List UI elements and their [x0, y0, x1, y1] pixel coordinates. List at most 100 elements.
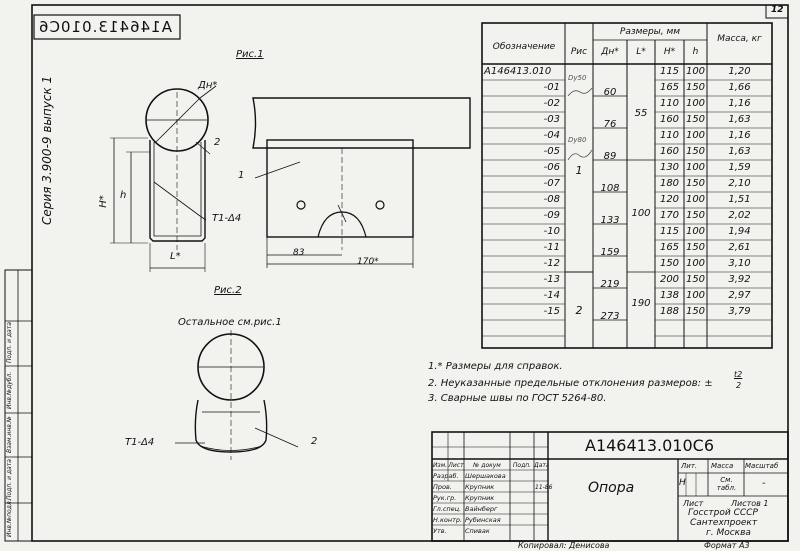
- cell-mass: 2,10: [728, 178, 751, 189]
- org-2: Сантехпроект: [690, 518, 758, 528]
- cell-d: -04: [543, 130, 560, 141]
- cell-mass: 1,94: [728, 226, 751, 237]
- handwritten-mark: [567, 149, 593, 161]
- cell-d: -07: [543, 178, 560, 189]
- org-1: Госстрой СССР: [688, 508, 758, 518]
- cell-h_star: 200: [659, 274, 680, 285]
- cell-h_star: 188: [659, 306, 680, 317]
- fig-group-1: 1: [575, 164, 583, 177]
- l-190: 190: [631, 298, 651, 309]
- tolerance-bottom: 2: [736, 381, 742, 390]
- mass-value: См. табл.: [716, 476, 737, 492]
- tb-name: Крупник: [465, 494, 495, 502]
- dim-h: h: [120, 190, 127, 201]
- note-2: 2. Неуказанные предельные отклонения раз…: [428, 378, 713, 389]
- l-100: 100: [631, 208, 651, 219]
- cell-h: 100: [685, 98, 706, 109]
- scale-header: Масштаб: [745, 462, 779, 470]
- tb-name: Рубинская: [465, 516, 501, 524]
- cell-d: -15: [543, 306, 560, 317]
- tb-role: Пров.: [433, 483, 452, 491]
- stamp-sign-date-2: Подп. и дата: [6, 322, 13, 363]
- cell-dn: 273: [600, 311, 620, 322]
- cell-h_star: 110: [659, 130, 680, 141]
- tb-role: Разраб.: [433, 472, 459, 480]
- callout-2: 2: [214, 137, 221, 148]
- cell-h: 150: [685, 274, 706, 285]
- cell-h: 150: [685, 114, 706, 125]
- tb-role: Утв.: [433, 527, 447, 535]
- cell-mass: 1,16: [728, 98, 751, 109]
- cell-d: -14: [543, 290, 560, 301]
- fig-group-2: 2: [575, 304, 583, 317]
- cell-h_star: 120: [659, 194, 680, 205]
- tb-role: Н.контр.: [433, 516, 463, 524]
- series-label: Серия 3.900-9 выпуск 1: [40, 75, 54, 225]
- cell-h_star: 160: [659, 146, 680, 157]
- mass-header: Масса: [711, 462, 734, 470]
- cell-h_star: 165: [659, 82, 680, 93]
- cell-h: 150: [685, 178, 706, 189]
- cell-mass: 1,63: [728, 114, 751, 125]
- cell-dn: 76: [603, 119, 617, 130]
- title-doc-code: А146413.010С6: [585, 436, 714, 455]
- fig1-side-view: [252, 97, 471, 268]
- cell-h_star: 110: [659, 98, 680, 109]
- cell-mass: 1,51: [728, 194, 751, 205]
- cell-mass: 2,97: [728, 290, 751, 301]
- title-name: Опора: [588, 480, 635, 496]
- tb-name: Шершакова: [465, 472, 506, 480]
- cell-mass: 1,20: [728, 66, 751, 77]
- cell-dn: 219: [600, 279, 620, 290]
- page-number: 12: [771, 5, 784, 15]
- cell-h: 100: [685, 258, 706, 269]
- cell-h: 100: [685, 290, 706, 301]
- cell-mass: 1,63: [728, 146, 751, 157]
- header-sizes: Размеры, мм: [619, 27, 681, 37]
- cell-mass: 1,16: [728, 130, 751, 141]
- cell-d: -01: [543, 82, 560, 93]
- fig1-drawing: [110, 85, 217, 272]
- title-block-grid: [431, 431, 789, 542]
- tolerance-top: t2: [734, 370, 743, 379]
- cell-d: -03: [543, 114, 560, 125]
- fig2-note: Остальное см.рис.1: [178, 317, 282, 328]
- cell-mass: 2,02: [728, 210, 751, 221]
- tb-name: Спивак: [465, 527, 490, 535]
- cell-dn: 60: [603, 87, 617, 98]
- note-1: 1.* Размеры для справок.: [428, 361, 563, 372]
- cell-d: -12: [543, 258, 560, 269]
- cell-mass: 3,92: [728, 274, 751, 285]
- l-55: 55: [634, 108, 648, 119]
- cell-h: 150: [685, 146, 706, 157]
- cell-d: -09: [543, 210, 560, 221]
- cell-d: -10: [543, 226, 560, 237]
- cell-dn: 159: [600, 247, 620, 258]
- stamp-vzam: Взам.инв.№: [6, 416, 13, 453]
- tb-col-header: Лист: [448, 462, 464, 469]
- scale-value: -: [762, 478, 766, 489]
- dim-dn: Дн*: [198, 80, 218, 91]
- callout-1: 1: [238, 170, 245, 181]
- cell-d: -11: [543, 242, 560, 253]
- cell-h_star: 165: [659, 242, 680, 253]
- cell-h_star: 115: [659, 66, 680, 77]
- copied-by: Копировал: Денисова: [518, 541, 610, 550]
- tb-col-header: Изм.: [432, 462, 448, 469]
- sheets-label: Листов 1: [731, 499, 769, 508]
- cell-h: 100: [685, 66, 706, 77]
- cell-h_star: 130: [659, 162, 680, 173]
- tb-col-header: Подп.: [512, 462, 532, 469]
- dim-h-star: Н*: [97, 195, 109, 208]
- tb-col-header: Дата: [534, 462, 548, 469]
- cell-mass: 1,66: [728, 82, 751, 93]
- cell-h: 100: [685, 226, 706, 237]
- side-stamp-frame: [4, 269, 33, 542]
- fig2-label: Рис.2: [214, 285, 242, 296]
- dim-l-star: L*: [170, 251, 181, 262]
- col-l: L*: [636, 47, 646, 57]
- handwritten-dy50: Dу50: [568, 74, 587, 82]
- cell-d: -05: [543, 146, 560, 157]
- col-mass: Масса, кг: [717, 34, 762, 44]
- mirrored-doc-code: А146413.010С6: [38, 18, 172, 36]
